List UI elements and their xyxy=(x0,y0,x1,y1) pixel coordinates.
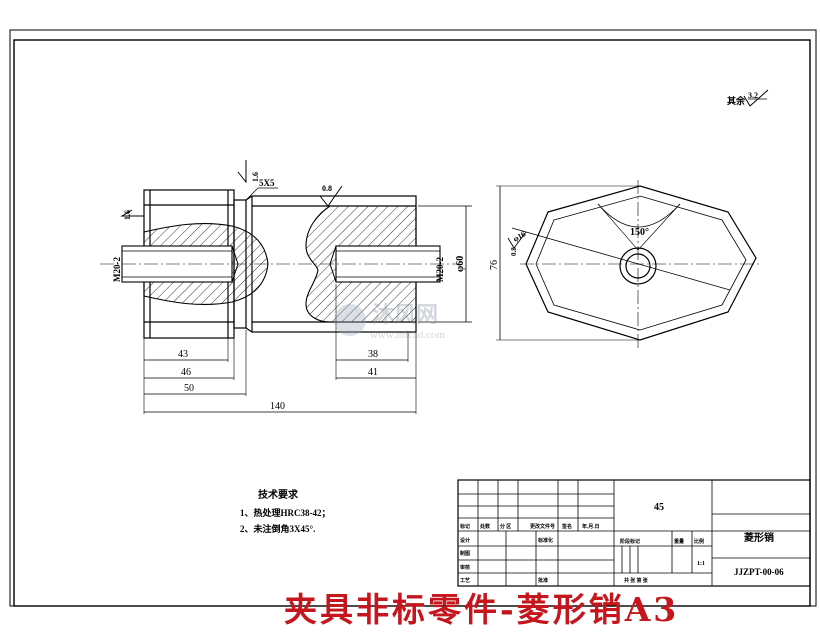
tb-h-date: 年.月.日 xyxy=(582,523,600,530)
tb-h-weight: 重量 xyxy=(674,538,684,545)
roughness-top-icon xyxy=(237,160,247,184)
tb-h-mark: 标记 xyxy=(459,523,470,530)
tb-h-stage: 阶段标记 xyxy=(620,538,640,545)
tb-h-sign: 签名 xyxy=(561,523,572,530)
dim-46: 46 xyxy=(181,367,191,378)
tb-h-check: 审核 xyxy=(460,564,470,571)
tb-h-ratio: 比例 xyxy=(694,538,704,545)
tech-req-line1: 1、热处理HRC38-42； xyxy=(240,507,331,519)
section-height-label: 76 xyxy=(489,260,500,270)
tb-part-name: 菱形销 xyxy=(744,531,774,544)
diamond-section-view xyxy=(525,185,757,341)
tb-h-draw: 制图 xyxy=(460,550,470,557)
roughness-left-icon xyxy=(120,209,144,217)
watermark-brand: 沐风网 xyxy=(372,302,438,327)
chamfer-label: 5X5 xyxy=(259,178,275,188)
inner-border xyxy=(13,39,811,607)
diameter-label: φ60 xyxy=(455,256,466,272)
dimension-lines xyxy=(144,359,416,413)
tb-drawing-no: JJZPT-00-06 xyxy=(734,567,784,577)
surface-finish-value: 3.2 xyxy=(748,91,758,100)
angle-arc xyxy=(597,203,681,228)
roughness-mid-icon xyxy=(319,185,343,207)
tb-h-process: 工艺 xyxy=(460,577,470,584)
surface-finish-note: 其余 xyxy=(727,95,746,106)
dim-43: 43 xyxy=(178,349,188,360)
dim-41: 41 xyxy=(368,367,378,378)
hole-roughness-icon xyxy=(507,231,527,249)
angle-label: 150° xyxy=(630,227,649,238)
hole-roughness-label: 0.8 xyxy=(510,247,518,256)
tb-h-zone: 分 区 xyxy=(500,523,511,530)
dim-140: 140 xyxy=(270,401,285,412)
watermark-logo-icon xyxy=(334,304,366,336)
roughness-top-label: 1.6 xyxy=(251,172,260,182)
tb-h-sheet: 共 张 第 张 xyxy=(624,577,649,584)
tb-h-approve: 批准 xyxy=(538,577,548,584)
watermark-url: www.mfcad.com xyxy=(370,329,445,341)
tb-h-change: 更改文件号 xyxy=(530,523,555,530)
roughness-mid-label: 0.8 xyxy=(322,184,332,193)
dim-50: 50 xyxy=(184,383,194,394)
drawing-caption: 夹具非标零件-菱形销A3 xyxy=(284,590,680,629)
tb-h-design: 设计 xyxy=(460,537,470,544)
tb-scale: 1:1 xyxy=(697,561,705,567)
thread-label-right: M20-2 xyxy=(435,257,445,282)
tb-h-qty: 处数 xyxy=(479,523,491,530)
watermark: 沐风网 www.mfcad.com xyxy=(334,302,445,341)
roughness-symbol-icon xyxy=(743,89,769,107)
thread-label-left: M20-2 xyxy=(112,257,122,282)
tb-h-std: 标准化 xyxy=(537,537,553,544)
tech-req-title: 技术要求 xyxy=(258,488,299,501)
title-block xyxy=(457,479,811,587)
dim-38: 38 xyxy=(368,349,378,360)
roughness-left-label: 1.6 xyxy=(123,210,132,220)
tb-material: 45 xyxy=(654,502,664,513)
tech-req-line2: 2、未注倒角3X45°. xyxy=(240,523,315,534)
